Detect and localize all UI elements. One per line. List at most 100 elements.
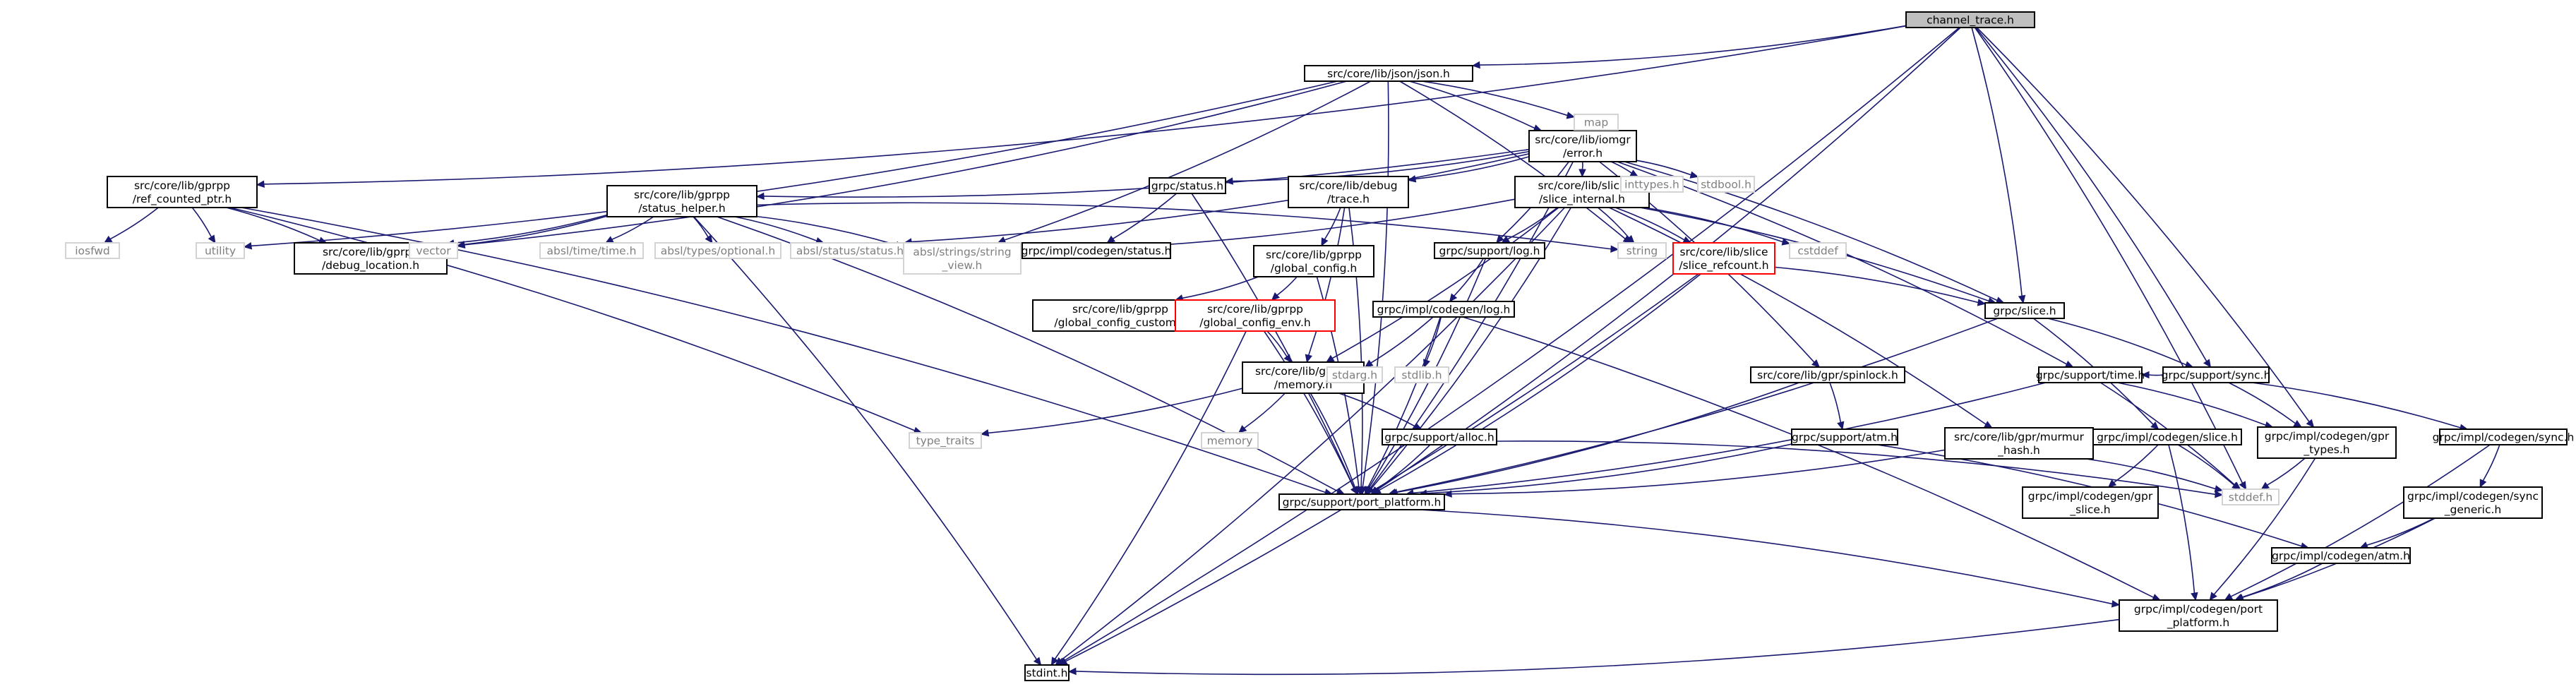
edge-arrowhead [1449, 293, 1458, 302]
edge-line [2085, 458, 2216, 490]
node-box [1253, 245, 1374, 277]
node-status_helper[interactable]: src/core/lib/gprpp/status_helper.h [606, 185, 757, 217]
node-debug_trace[interactable]: src/core/lib/debug/trace.h [1288, 176, 1409, 208]
node-label: grpc/status.h [1151, 180, 1223, 193]
node-string[interactable]: string [1617, 242, 1667, 259]
node-stddef[interactable]: stddef.h [2222, 489, 2280, 505]
node-support_atm[interactable]: grpc/support/atm.h [1791, 429, 1898, 445]
edge-arrowhead [2306, 419, 2315, 428]
edge-support_sync-to-support_time [2140, 371, 2164, 379]
node-type_traits[interactable]: type_traits [909, 432, 982, 449]
node-codegen_slice[interactable]: grpc/impl/codegen/slice.h [2092, 429, 2242, 445]
edge-line [693, 216, 1038, 660]
node-stdarg[interactable]: stdarg.h [1326, 366, 1383, 383]
node-grpc_status[interactable]: grpc/status.h [1149, 177, 1226, 194]
edge-status_helper-to-absl_time [605, 216, 654, 244]
node-global_config[interactable]: src/core/lib/gprpp/global_config.h [1253, 245, 1374, 277]
node-global_config_env[interactable]: src/core/lib/gprpp/global_config_env.h [1175, 299, 1336, 332]
node-codegen_sync[interactable]: grpc/impl/codegen/sync.h [2433, 429, 2575, 445]
edge-line [2366, 517, 2435, 546]
node-label: stdbool.h [1701, 179, 1751, 191]
edge-line [1379, 273, 1701, 491]
node-spinlock[interactable]: src/core/lib/gpr/spinlock.h [1750, 366, 1905, 383]
node-vector[interactable]: vector [409, 242, 458, 259]
edge-slice_internal-to-string [1598, 207, 1635, 244]
node-box [1697, 176, 1755, 193]
node-label: /trace.h [1327, 193, 1370, 205]
node-string_view[interactable]: absl/strings/string_view.h [903, 242, 1022, 275]
node-box [1944, 427, 2094, 460]
node-label: /error.h [1563, 147, 1602, 160]
edge-status_helper-to-debug_location [445, 214, 608, 247]
node-label: utility [205, 245, 236, 258]
node-box [2038, 366, 2143, 383]
node-error[interactable]: src/core/lib/iomgr/error.h [1528, 130, 1637, 162]
edge-support_alloc-to-stddef [1496, 441, 2224, 498]
edge-arrowhead [1977, 299, 1987, 306]
node-label: /debug_location.h [322, 259, 419, 272]
node-absl_status[interactable]: absl/status/status.h [790, 242, 910, 259]
node-label: grpc/impl/codegen/port [2134, 603, 2263, 616]
node-port_platform[interactable]: grpc/support/port_platform.h [1278, 493, 1445, 510]
node-label: memory [1207, 435, 1253, 448]
edge-line [251, 80, 1338, 247]
edge-sync_generic-to-codegen_atm [2359, 517, 2435, 549]
edge-line [2241, 563, 2323, 598]
node-gpr_types[interactable]: grpc/impl/codegen/gpr_types.h [2257, 426, 2397, 459]
node-codegen_log[interactable]: grpc/impl/codegen/log.h [1372, 301, 1515, 318]
node-cstddef[interactable]: cstddef [1789, 242, 1847, 259]
edge-line [611, 216, 654, 240]
node-support_log[interactable]: grpc/support/log.h [1434, 242, 1545, 259]
edge-line [1395, 318, 1999, 493]
node-gpr_slice[interactable]: grpc/impl/codegen/gpr_slice.h [2022, 486, 2159, 519]
edge-line [1615, 207, 1685, 241]
node-codegen_port_platform[interactable]: grpc/impl/codegen/port_platform.h [2119, 599, 2278, 632]
node-sync_generic[interactable]: grpc/impl/codegen/sync_generic.h [2403, 486, 2543, 519]
edge-line [1636, 160, 1691, 176]
node-label: map [1584, 116, 1608, 129]
edge-global_config-to-global_config_env [1271, 276, 1298, 301]
node-absl_time[interactable]: absl/time/time.h [539, 242, 644, 259]
node-inttypes[interactable]: inttypes.h [1620, 176, 1684, 193]
edge-arrowhead [2215, 491, 2224, 498]
edge-arrowhead [2293, 420, 2303, 428]
node-support_alloc[interactable]: grpc/support/alloc.h [1382, 429, 1497, 445]
edge-line [1608, 207, 1987, 425]
node-stdint[interactable]: stdint.h [1024, 664, 1070, 681]
edge-line [1348, 207, 1363, 488]
node-label: grpc/impl/codegen/atm.h [2272, 550, 2410, 563]
edge-line [1409, 80, 1535, 129]
node-murmur_hash[interactable]: src/core/lib/gpr/murmur_hash.h [1944, 427, 2094, 460]
node-label: vector [416, 245, 451, 258]
node-support_sync[interactable]: grpc/support/sync.h [2162, 366, 2271, 383]
node-channel_trace[interactable]: channel_trace.h [1905, 11, 2035, 28]
node-support_time[interactable]: grpc/support/time.h [2036, 366, 2145, 383]
node-utility[interactable]: utility [196, 242, 245, 259]
node-memory_std[interactable]: memory [1201, 432, 1259, 449]
node-stdbool[interactable]: stdbool.h [1697, 176, 1755, 193]
node-codegen_atm[interactable]: grpc/impl/codegen/atm.h [2271, 547, 2411, 564]
node-slice_refcount[interactable]: src/core/lib/slice/slice_refcount.h [1672, 242, 1775, 275]
node-ref_counted_ptr[interactable]: src/core/lib/gprpp/ref_counted_ptr.h [107, 176, 258, 208]
edge-grpc_status-to-port_platform [1191, 193, 1358, 496]
edge-line [2213, 457, 2316, 595]
edge-line [1644, 207, 1783, 243]
node-map[interactable]: map [1574, 114, 1619, 131]
edge-line [1396, 382, 1799, 493]
node-stdlib[interactable]: stdlib.h [1394, 366, 1449, 383]
node-label: grpc/impl/codegen/gpr [2028, 490, 2153, 503]
edge-arrowhead [605, 236, 614, 244]
edge-codegen_log-to-stdarg [1364, 316, 1434, 368]
node-box [1394, 366, 1449, 383]
node-json[interactable]: src/core/lib/json/json.h [1304, 65, 1473, 82]
node-label: stddef.h [2229, 491, 2272, 504]
edge-arrowhead [1326, 354, 1335, 363]
edge-line [1415, 156, 1530, 180]
edge-arrowhead [2140, 371, 2150, 379]
node-absl_optional[interactable]: absl/types/optional.h [654, 242, 781, 259]
node-codegen_status[interactable]: grpc/impl/codegen/status.h [1022, 242, 1172, 259]
node-iosfwd[interactable]: iosfwd [65, 242, 120, 259]
edge-arrowhead [705, 234, 713, 244]
edge-line [191, 207, 212, 237]
node-grpc_slice[interactable]: grpc/slice.h [1984, 302, 2065, 319]
